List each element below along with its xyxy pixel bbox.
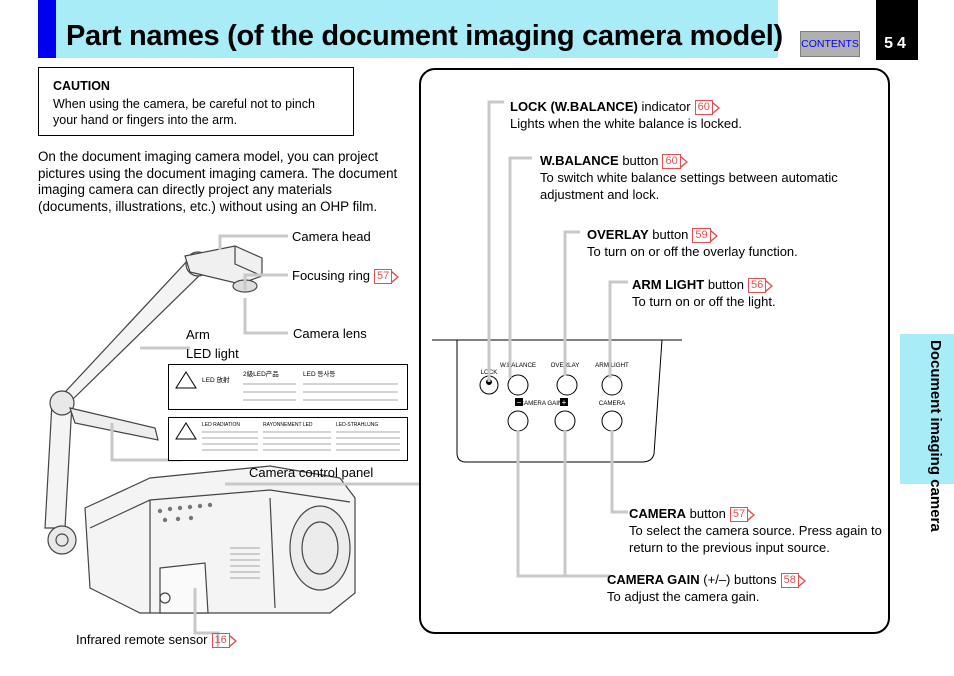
item-lock-suffix: indicator [637, 99, 691, 114]
label-camera-lens: Camera lens [293, 326, 367, 341]
panel-text-camera-gain: CAMERA GAIN [520, 400, 563, 407]
panel-text-camera: CAMERA [599, 400, 626, 407]
item-camera-name: CAMERA [629, 506, 687, 521]
item-overlay-desc: To turn on or off the overlay function. [587, 244, 798, 259]
caution-text: When using the camera, be careful not to… [53, 97, 315, 127]
item-camera-suffix: button [686, 506, 726, 521]
item-arm-light-desc: To turn on or off the light. [632, 294, 776, 309]
warn1-line-1: LED 放射 [202, 375, 230, 384]
control-panel-callout [419, 68, 890, 634]
warn2-line-2: RAYONNEMENT LED [263, 422, 313, 428]
item-wbalance-suffix: button [618, 153, 659, 168]
item-lock-name: LOCK (W.BALANCE) [510, 99, 638, 114]
item-overlay-page-link[interactable]: 59 [692, 228, 719, 243]
label-arm: Arm [186, 327, 210, 342]
item-wbalance-page-link[interactable]: 60 [662, 154, 689, 169]
page-number: 54 [876, 0, 918, 60]
focusing-ring-page-link[interactable]: 57 [374, 269, 400, 284]
item-overlay-suffix: button [648, 227, 689, 242]
infrared-sensor-page-link[interactable]: 16 [211, 633, 238, 648]
label-infrared-remote-sensor-text: Infrared remote sensor [76, 632, 208, 647]
item-arm-light-name: ARM LIGHT [632, 277, 705, 292]
caution-heading: CAUTION [53, 79, 110, 93]
led-warning-label-2: LED RADIATION RAYONNEMENT LED LED-STRAHL… [168, 417, 408, 461]
label-camera-head: Camera head [292, 229, 371, 244]
item-camera-gain-suffix: (+/–) buttons [699, 572, 777, 587]
label-focusing-ring-text: Focusing ring [292, 268, 371, 283]
title-band [38, 0, 778, 58]
item-wbalance-name: W.BALANCE [540, 153, 619, 168]
panel-text-arm-light: ARM LIGHT [595, 362, 629, 369]
item-camera-gain-page-link[interactable]: 58 [780, 573, 807, 588]
item-arm-light-page-link[interactable]: 56 [747, 278, 774, 293]
item-lock-page-link[interactable]: 60 [694, 100, 721, 115]
item-camera-gain-desc: To adjust the camera gain. [607, 589, 760, 604]
warn2-line-3: LED-STRAHLUNG [336, 422, 378, 428]
item-camera-gain-name: CAMERA GAIN [607, 572, 700, 587]
led-warning-label-1: LED 放射 2級LED产品 LED 등사등 [168, 364, 408, 410]
item-wbalance-desc: To switch white balance settings between… [540, 170, 838, 202]
item-lock-desc: Lights when the white balance is locked. [510, 116, 742, 131]
item-arm-light-suffix: button [704, 277, 744, 292]
intro-paragraph: On the document imaging camera model, yo… [38, 149, 398, 214]
contents-button[interactable]: CONTENTS [800, 31, 860, 57]
panel-text-plus: + [562, 398, 567, 407]
section-side-tab-label: Document imaging camera [927, 340, 944, 532]
label-camera-control-panel: Camera control panel [249, 465, 374, 480]
panel-text-wbalance: W.BALANCE [500, 362, 536, 369]
warn1-line-2: 2級LED产品 [243, 369, 279, 378]
caution-box: CAUTION When using the camera, be carefu… [38, 67, 354, 136]
section-side-tab[interactable] [900, 334, 954, 484]
projector-illustration [44, 234, 420, 648]
item-overlay-name: OVERLAY [587, 227, 649, 242]
item-camera-page-link[interactable]: 57 [729, 507, 756, 522]
label-led-light: LED light [186, 346, 239, 361]
title-accent-bar [38, 0, 56, 58]
page-title: Part names (of the document imaging came… [66, 20, 783, 52]
panel-text-minus: − [517, 398, 522, 407]
warn2-line-1: LED RADIATION [202, 422, 240, 428]
camera-control-panel-diagram: W.BALANCE OVERLAY ARM LIGHT LOCK CAMERA … [432, 100, 682, 578]
warn1-line-3: LED 등사등 [303, 369, 335, 378]
item-camera-desc: To select the camera source. Press again… [629, 523, 882, 555]
